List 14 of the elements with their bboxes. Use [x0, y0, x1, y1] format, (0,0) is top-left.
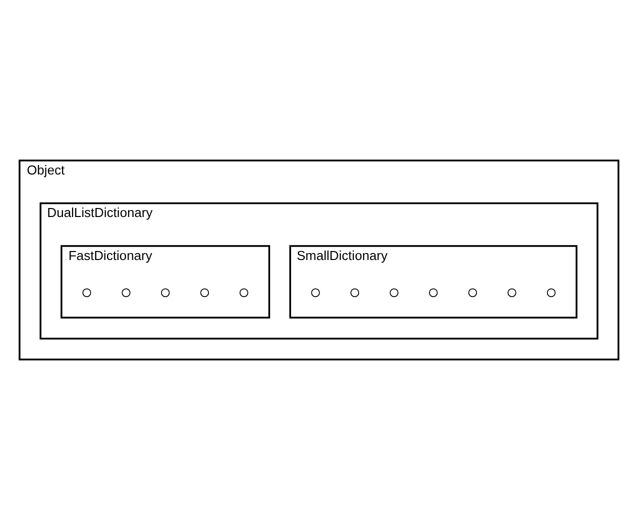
- node-circle: [122, 288, 130, 298]
- node-circle: [546, 288, 556, 298]
- node-circle: [82, 288, 92, 298]
- node-circle: [350, 288, 360, 298]
- node-circle: [160, 288, 170, 298]
- node-circle: [508, 288, 516, 298]
- node-circle: [390, 288, 398, 298]
- node-circle: [468, 288, 478, 298]
- cluster: FastDictionary: [60, 245, 270, 318]
- node-circle: [240, 288, 248, 298]
- cluster: SmallDictionary: [289, 245, 578, 318]
- node-circle: [311, 288, 320, 298]
- node-circle: [429, 288, 438, 298]
- node-circle: [200, 288, 209, 298]
